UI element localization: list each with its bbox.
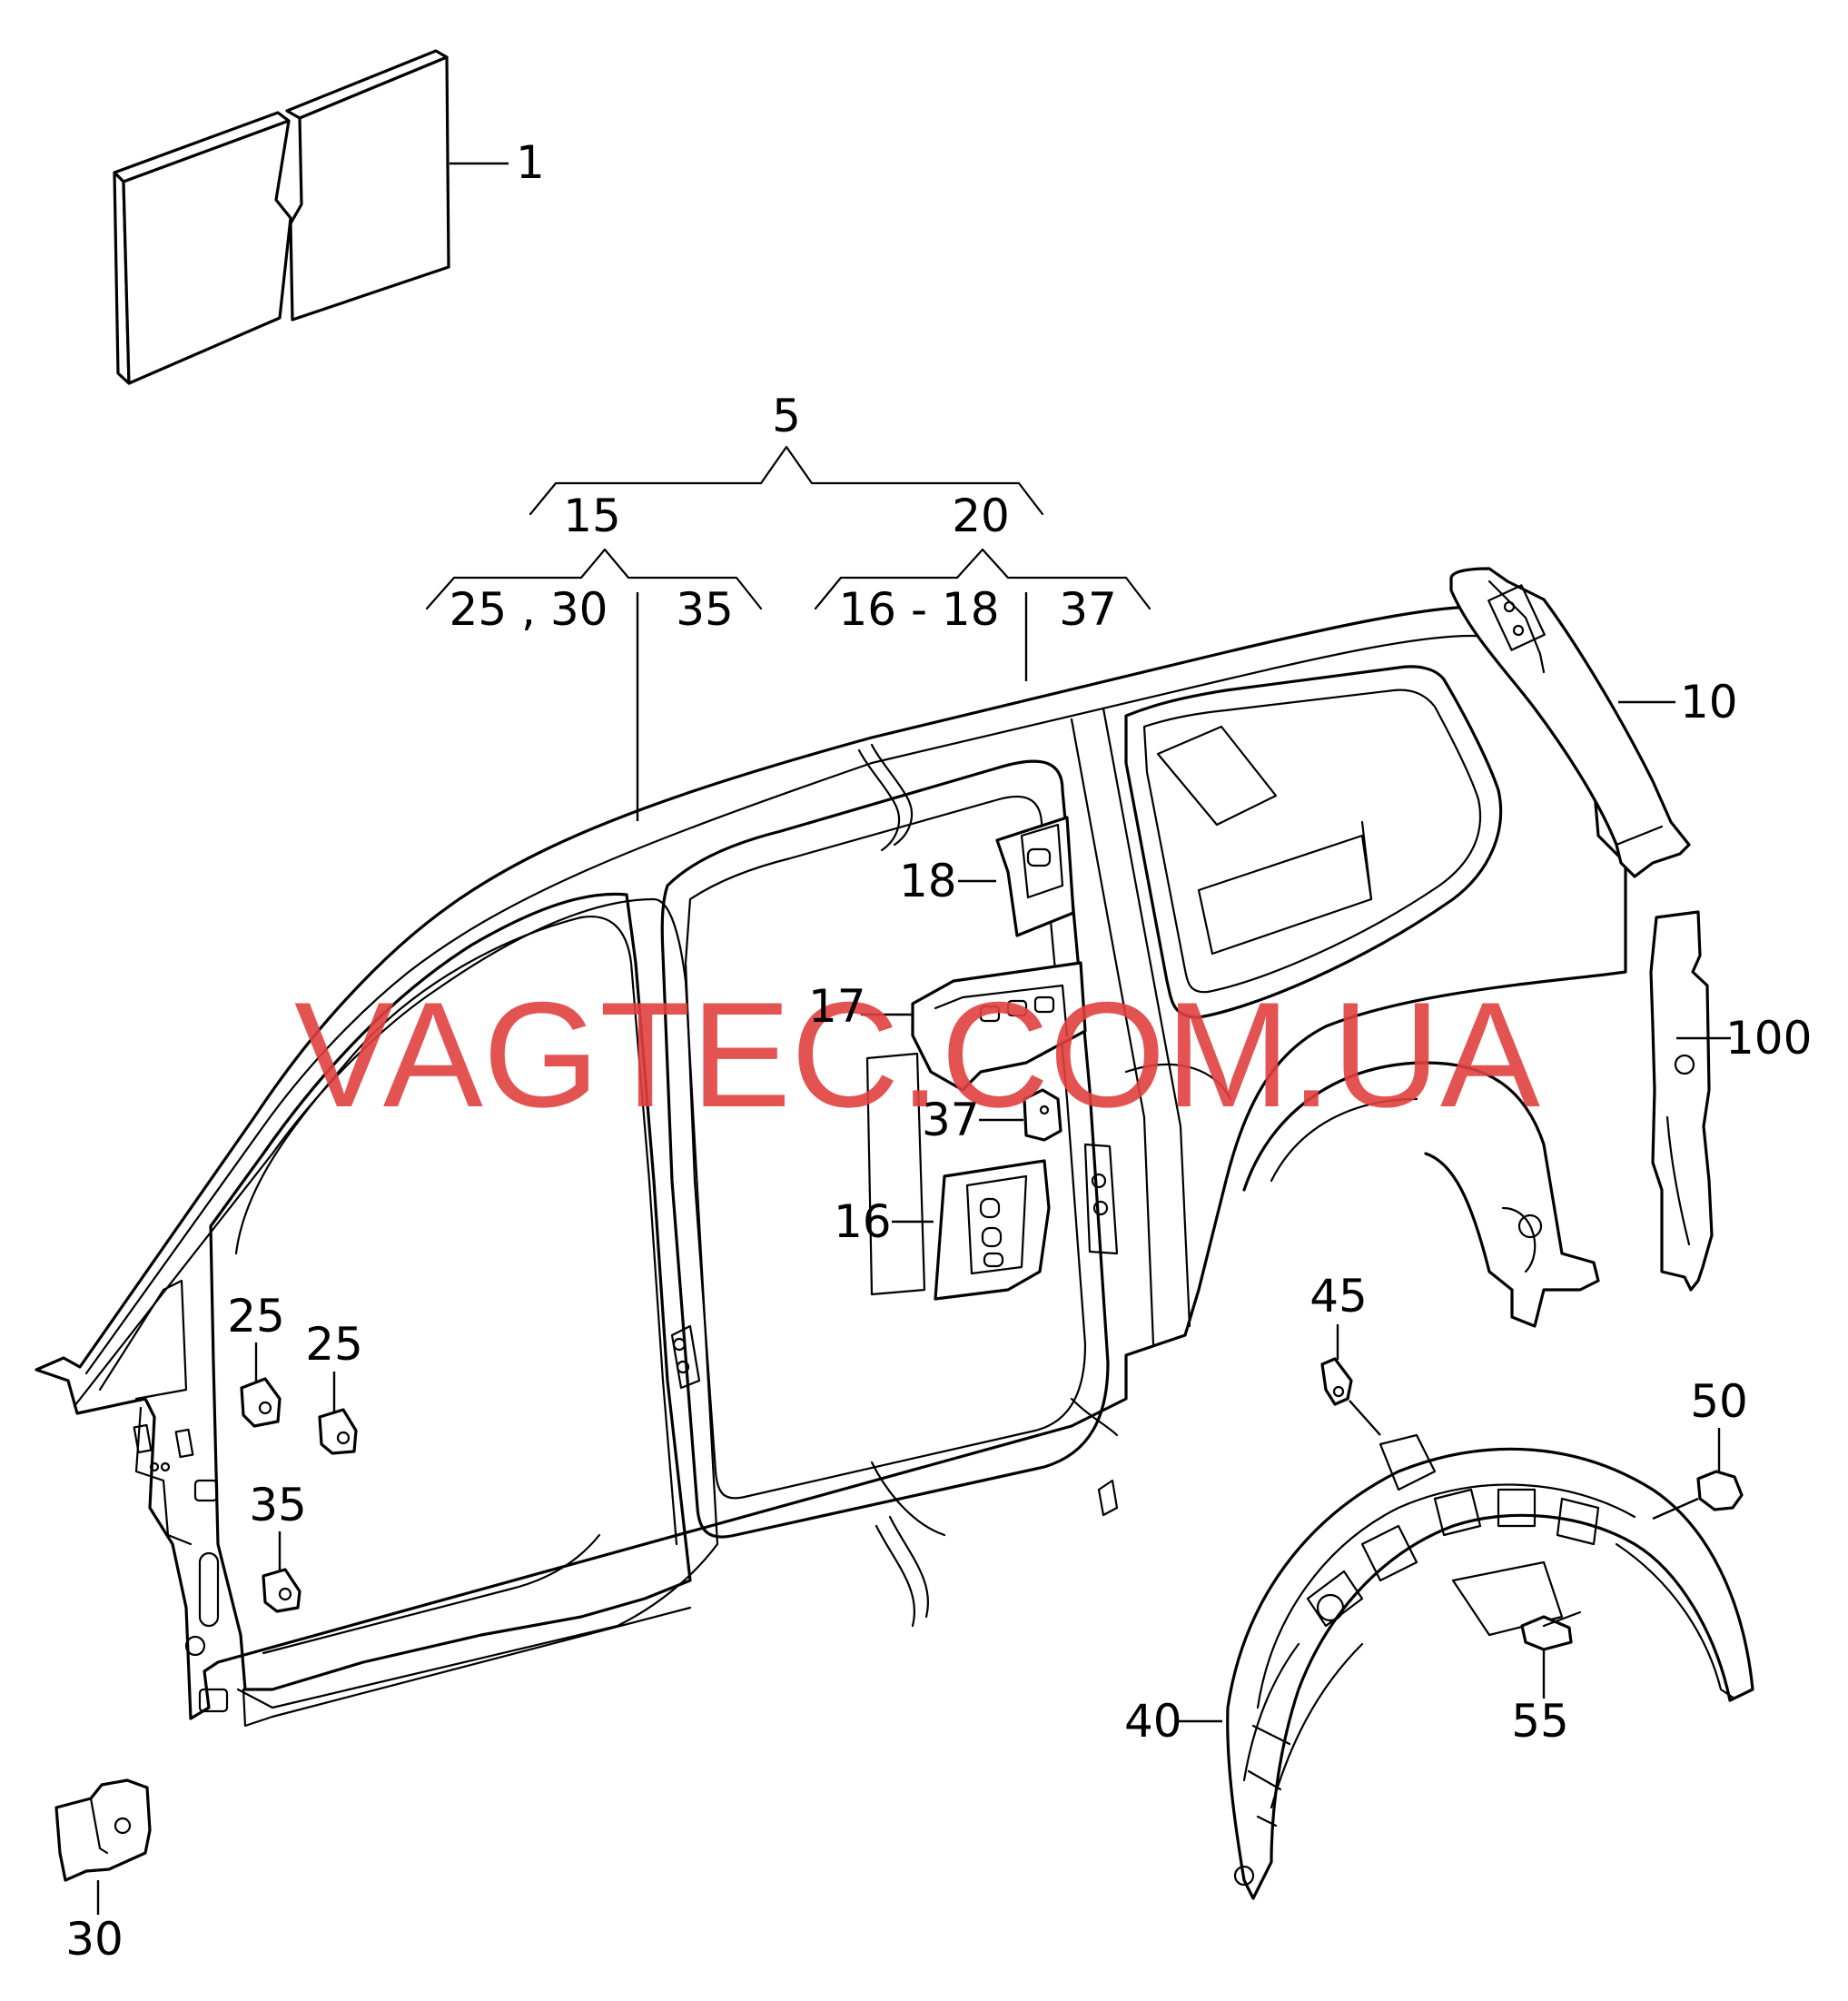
part-25-nut-b[interactable] (318, 1408, 358, 1455)
label-40: 40 (1124, 1695, 1182, 1748)
watermark: VAGTEC.COM.UA (294, 971, 1540, 1138)
label-45: 45 (1309, 1270, 1368, 1322)
label-16: 16 (834, 1195, 892, 1248)
label-18: 18 (899, 855, 957, 907)
part-100-rear-panel[interactable] (1649, 910, 1714, 1292)
part-25-nut-a[interactable] (240, 1377, 282, 1428)
part-1-panel[interactable] (113, 49, 450, 385)
label-37: 37 (922, 1094, 980, 1146)
label-15: 15 (563, 490, 621, 542)
label-17: 17 (808, 980, 866, 1033)
label-100: 100 (1725, 1012, 1812, 1065)
assembly-brackets (425, 445, 1151, 821)
label-10: 10 (1680, 676, 1738, 728)
label-30: 30 (65, 1913, 124, 1966)
label-55: 55 (1511, 1695, 1569, 1748)
part-45-clip[interactable] (1320, 1357, 1353, 1406)
label-35: 35 (249, 1479, 307, 1531)
part-55-screw[interactable] (1520, 1610, 1582, 1651)
part-37-clip[interactable] (1023, 1088, 1062, 1142)
label-25-b: 25 (305, 1318, 363, 1371)
part-17-bracket[interactable] (911, 961, 1087, 1092)
label-37-top: 37 (1059, 583, 1117, 636)
label-50: 50 (1690, 1375, 1748, 1428)
part-16-reinforcement[interactable] (934, 1159, 1051, 1301)
part-50-clip[interactable] (1696, 1470, 1744, 1511)
label-16-18: 16 - 18 (838, 583, 999, 636)
label-35-top: 35 (676, 583, 734, 636)
label-5: 5 (772, 390, 801, 442)
part-10-pillar-reinforcement[interactable] (1449, 567, 1691, 878)
part-30-bracket[interactable] (54, 1778, 152, 1882)
label-25-30: 25 , 30 (450, 583, 608, 636)
label-20: 20 (952, 490, 1010, 542)
label-1: 1 (516, 136, 545, 189)
part-18-reinforcement[interactable] (995, 816, 1075, 937)
label-25-a: 25 (227, 1290, 285, 1342)
part-35-nut[interactable] (262, 1568, 301, 1613)
part-40-wheel-liner[interactable] (1226, 1433, 1754, 1900)
